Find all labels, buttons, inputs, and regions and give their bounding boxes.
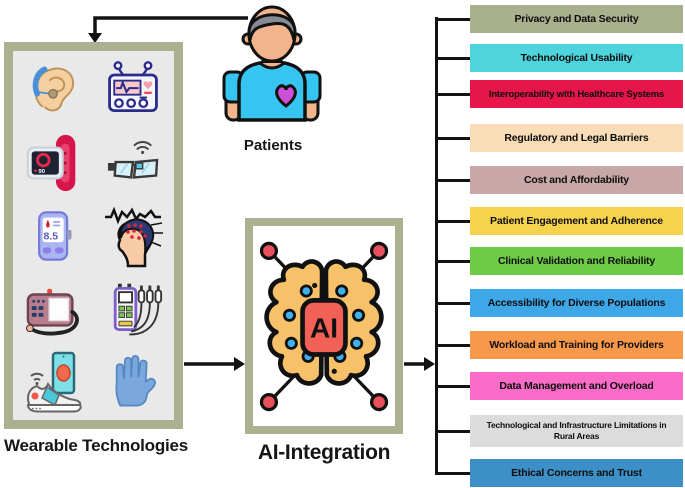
glucose-meter-icon: 8.5 [38, 210, 72, 261]
eeg-cap-icon [104, 206, 163, 267]
smart-glasses-icon [107, 140, 159, 179]
watch-reading: 90 [39, 169, 45, 175]
ai-badge-text: AI [310, 312, 338, 343]
ai-brain-icon: AI [259, 241, 389, 411]
wearables-panel-label: Wearable Technologies [3, 436, 189, 455]
glucose-reading: 8.5 [44, 230, 59, 242]
ai-integration-label: AI-Integration [257, 441, 391, 464]
list-spine-line [435, 17, 438, 475]
list-item-usability: Technological Usability [436, 44, 683, 72]
arrowhead-down-icon [88, 33, 102, 43]
patient-to-wearables-line [93, 16, 248, 34]
list-item-workload: Workload and Training for Providers [436, 331, 683, 359]
wearable-technologies-panel: 90 8.5 [4, 42, 183, 429]
ecg-monitor-icon [107, 60, 158, 112]
list-item-accessibility: Accessibility for Diverse Populations [436, 289, 683, 317]
list-item-validation: Clinical Validation and Reliability [436, 247, 683, 275]
list-item-privacy: Privacy and Data Security [436, 5, 683, 33]
arrowhead-right-icon [234, 357, 245, 371]
patient-icon [222, 5, 322, 122]
list-item-data-management: Data Management and Overload [436, 372, 683, 400]
list-item-engagement: Patient Engagement and Adherence [436, 207, 683, 235]
bp-monitor-icon [26, 288, 80, 335]
list-item-ethics: Ethical Concerns and Trust [436, 459, 683, 487]
list-item-regulatory: Regulatory and Legal Barriers [436, 124, 683, 152]
list-item-rural-limitations: Technological and Infrastructure Limitat… [436, 415, 683, 447]
smartwatch-icon: 90 [27, 134, 76, 191]
arrowhead-right-icon [424, 357, 435, 371]
ai-integration-box: AI [245, 218, 403, 434]
emg-device-icon [113, 283, 162, 335]
smart-glove-icon [115, 354, 156, 406]
list-item-interoperability: Interoperability with Healthcare Systems [436, 80, 683, 108]
patient-label: Patients [243, 137, 303, 154]
list-item-cost: Cost and Affordability [436, 166, 683, 194]
hearing-aid-icon [32, 66, 75, 111]
smart-shoe-icon [27, 351, 82, 412]
